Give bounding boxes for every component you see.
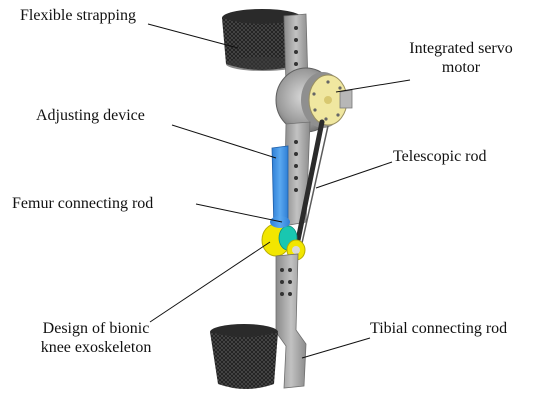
leader-femur	[195, 203, 283, 223]
label-servo-line-1: Integrated servo	[409, 40, 513, 57]
leader-bionic	[149, 241, 271, 323]
leader-tele	[315, 161, 393, 189]
servo-motor	[275, 67, 353, 133]
label-adjusting-device: Adjusting device	[36, 107, 145, 124]
label-flexible-strapping: Flexible strapping	[20, 7, 136, 24]
upper-strap	[222, 9, 302, 71]
leader-lines	[147, 23, 411, 359]
telescopic-rod	[293, 119, 329, 253]
label-integrated-servo-motor: Integrated servo motor	[386, 39, 536, 77]
label-bionic-line-2: knee exoskeleton	[40, 339, 152, 356]
leader-adjust	[171, 124, 277, 159]
label-femur-connecting-rod: Femur connecting rod	[12, 195, 154, 212]
leader-strap	[147, 23, 239, 49]
leader-servo	[335, 79, 411, 93]
knee-joint	[261, 216, 306, 261]
label-servo-line-2: motor	[441, 59, 481, 76]
label-tibial-connecting-rod: Tibial connecting rod	[370, 320, 508, 337]
label-bionic-knee-exoskeleton: Design of bionic knee exoskeleton	[16, 319, 176, 357]
lower-strap	[210, 324, 278, 389]
shank-bar	[275, 253, 307, 389]
label-telescopic-rod: Telescopic rod	[393, 148, 487, 165]
label-bionic-line-1: Design of bionic	[42, 320, 150, 337]
leader-tibial	[301, 337, 371, 359]
